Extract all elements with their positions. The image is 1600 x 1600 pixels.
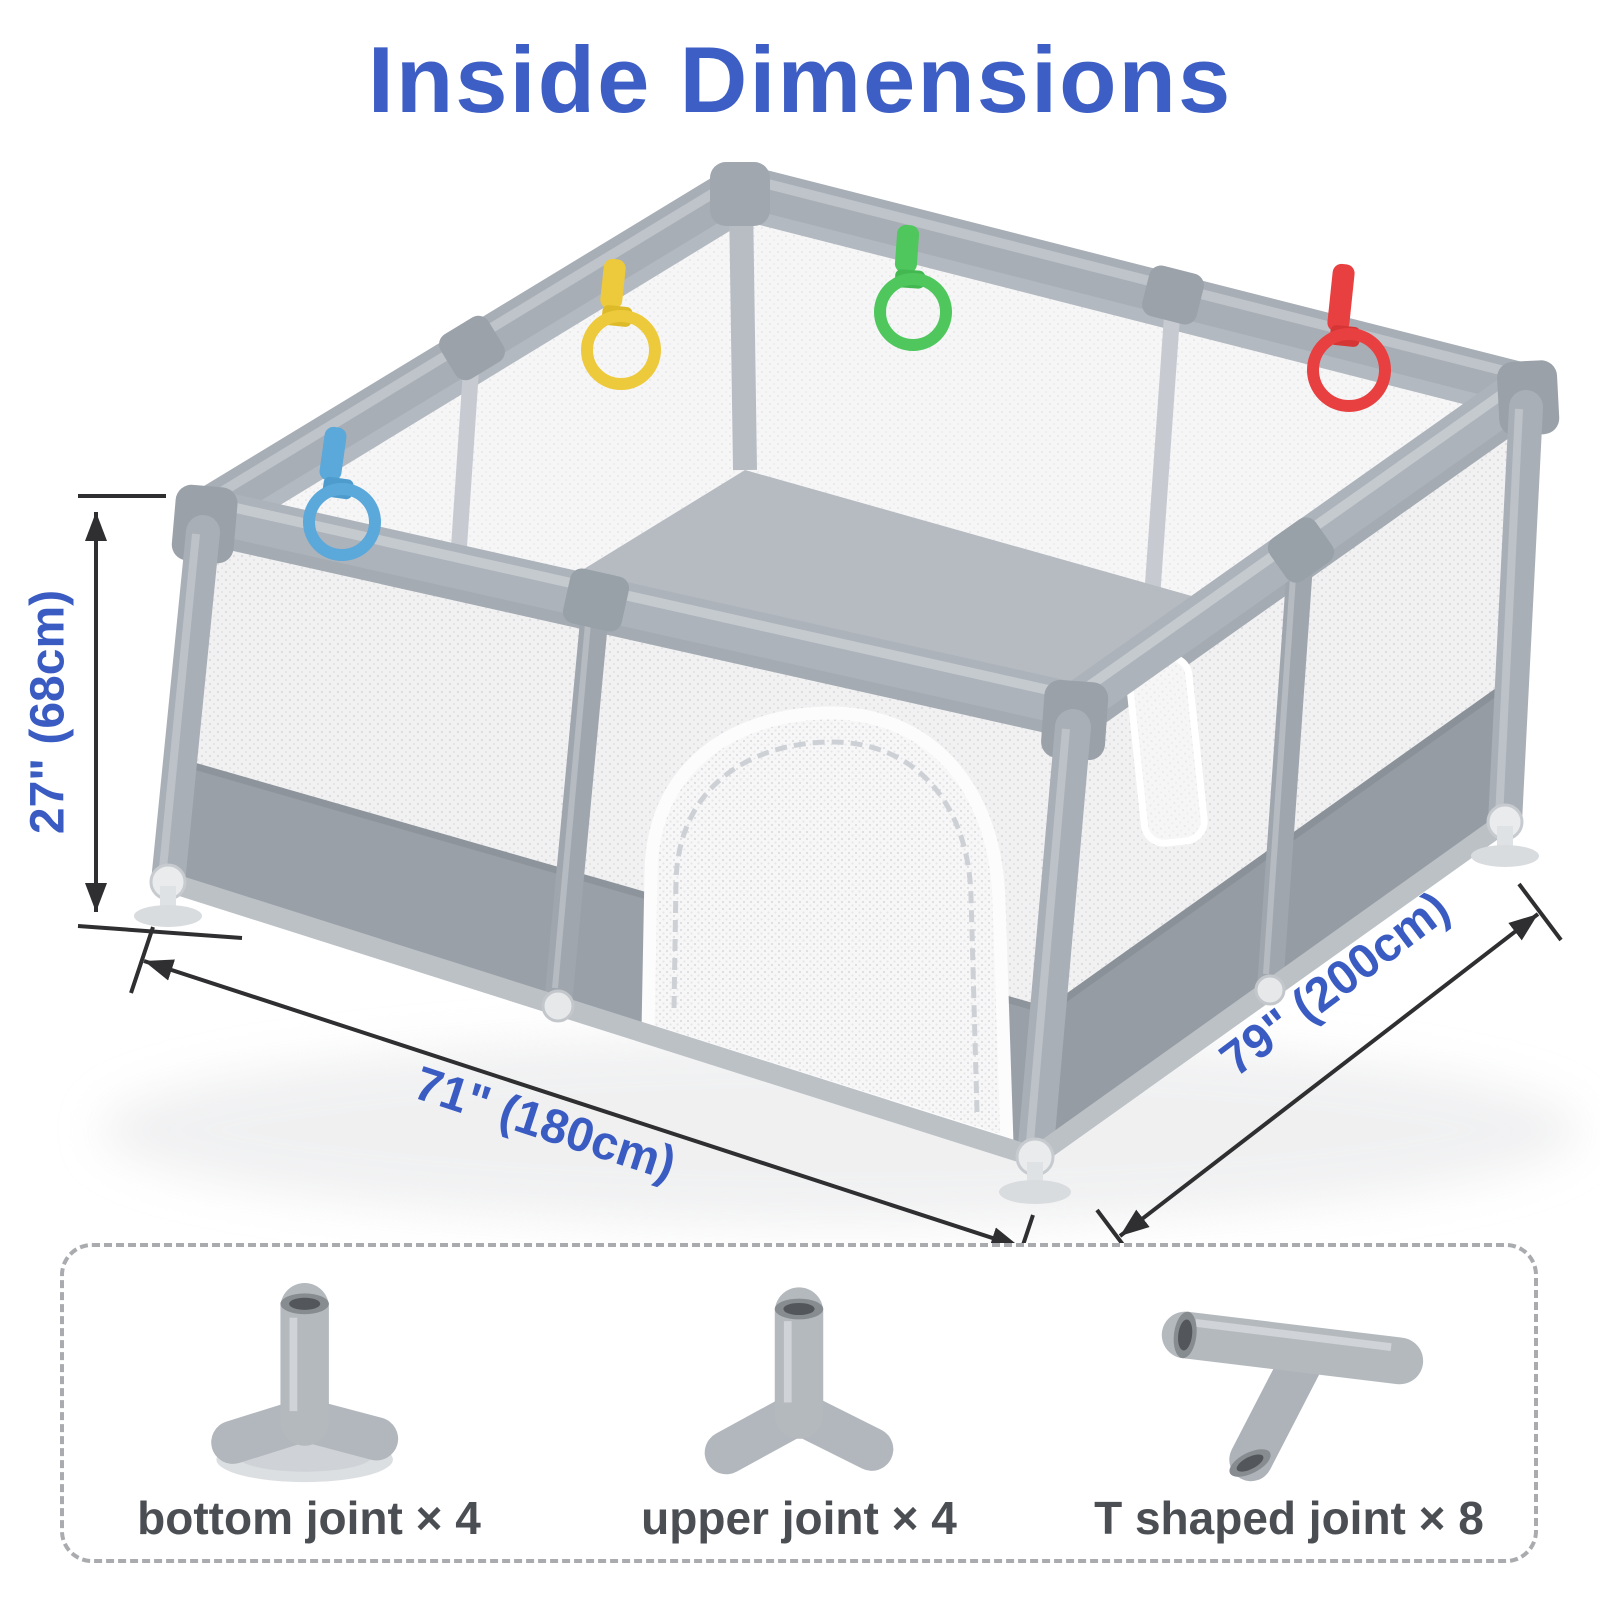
joint-label: T shaped joint × 8 [1094, 1492, 1484, 1544]
rail-sleeves [439, 265, 1335, 632]
joint-label: bottom joint × 4 [137, 1492, 481, 1544]
t-shaped-joint-icon [1161, 1311, 1424, 1482]
pull-ring-yellow [581, 258, 661, 390]
joint-item-upper: upper joint × 4 [554, 1247, 1044, 1559]
pull-ring-red [1307, 263, 1391, 412]
foot-left [134, 863, 202, 927]
bottom-joint-icon [211, 1283, 399, 1483]
depth-arrow [1095, 882, 1563, 1250]
joint-label: upper joint × 4 [641, 1492, 957, 1544]
upper-joint-icon [704, 1287, 894, 1475]
joints-panel: bottom joint × 4 upper joint × 4 [60, 1243, 1538, 1563]
wall-support-posts [544, 537, 1314, 1018]
pull-ring-green [874, 224, 952, 351]
foot-right [1471, 803, 1539, 867]
height-arrow [77, 494, 243, 940]
door-zipper [671, 739, 980, 1113]
joint-item-bottom: bottom joint × 4 [64, 1247, 554, 1559]
playpen-illustration [77, 162, 1580, 1250]
dimension-height-label: 27" (68cm) [21, 589, 75, 835]
corner-posts [151, 390, 1543, 1175]
page-title: Inside Dimensions [367, 27, 1233, 132]
dimension-lines [77, 494, 1563, 1250]
pull-ring-blue [303, 426, 381, 561]
joint-item-t-shaped: T shaped joint × 8 [1044, 1247, 1534, 1559]
suction-feet [134, 803, 1539, 1204]
